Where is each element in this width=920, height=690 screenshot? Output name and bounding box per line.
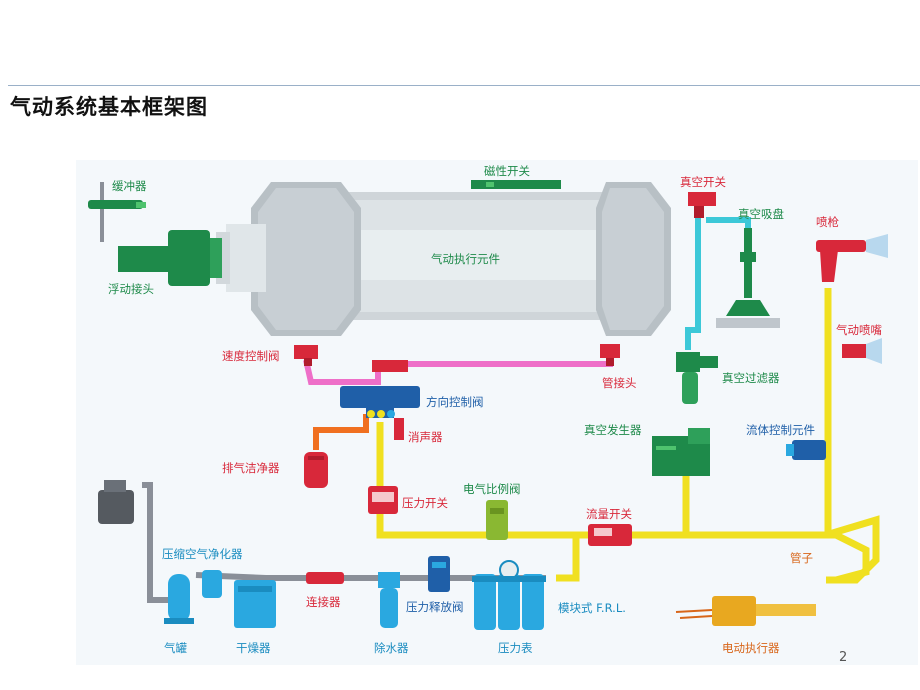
frl-unit-icon [472, 560, 546, 630]
floating-joint-label: 浮动接头 [108, 282, 154, 296]
pipe-joint-icon [600, 344, 620, 366]
relief-valve-icon [428, 556, 450, 592]
vacuum-cup-icon [716, 228, 780, 328]
dryer-label: 干燥器 [236, 641, 271, 655]
pressure-switch-label: 压力开关 [402, 496, 448, 510]
air-purifier-label: 压缩空气净化器 [162, 547, 243, 561]
fluid-control-icon [786, 440, 826, 460]
buffer-icon [88, 182, 146, 242]
buffer-label: 缓冲器 [112, 179, 147, 193]
electric-actuator-label: 电动执行器 [722, 641, 780, 655]
air-nozzle-icon [842, 338, 882, 364]
direction-valve-icon [340, 360, 420, 418]
connector-label: 连接器 [306, 595, 341, 609]
page-title: 气动系统基本框架图 [10, 95, 208, 119]
actuator-label: 气动执行元件 [431, 252, 500, 266]
muffler-label: 消声器 [408, 430, 443, 444]
header-rule [8, 85, 920, 86]
vacuum-filter-label: 真空过滤器 [722, 371, 780, 385]
air-nozzle-label: 气动喷嘴 [836, 323, 882, 337]
compressor-icon [98, 480, 134, 524]
spray-gun-label: 喷枪 [816, 215, 839, 229]
air-tank-icon [164, 574, 194, 624]
dryer-icon [234, 580, 276, 628]
flow-switch-icon [588, 524, 632, 546]
frl-label: 模块式 F.R.L. [558, 601, 626, 615]
ep-valve-label: 电气比例阀 [463, 482, 521, 496]
vacuum-switch-icon [688, 192, 716, 218]
drain-label: 除水器 [374, 641, 409, 655]
vacuum-generator-icon [652, 428, 710, 476]
relief-valve-label: 压力释放阀 [406, 600, 464, 614]
vacuum-cup-label: 真空吸盘 [738, 207, 784, 221]
pipe-joint-label: 管接头 [602, 376, 637, 390]
exhaust-cleaner-label: 排气洁净器 [222, 461, 280, 475]
direction-valve-label: 方向控制阀 [426, 395, 484, 409]
vacuum-switch-label: 真空开关 [680, 175, 726, 189]
floating-joint-icon [118, 230, 222, 286]
vacuum-filter-icon [676, 352, 718, 404]
ep-valve-icon [486, 500, 508, 540]
gauge-label: 压力表 [498, 641, 533, 655]
vacuum-generator-label: 真空发生器 [584, 423, 642, 437]
muffler-icon [394, 418, 404, 440]
magnetic-switch-label: 磁性开关 [484, 164, 530, 178]
speed-valve-icon [294, 345, 318, 366]
drain-icon [378, 572, 400, 628]
purifier-unit-icon [202, 570, 222, 598]
spray-gun-icon [816, 234, 888, 282]
tube-label: 管子 [790, 551, 813, 565]
speed-valve-label: 速度控制阀 [222, 349, 280, 363]
flow-switch-label: 流量开关 [586, 507, 632, 521]
exhaust-cleaner-icon [304, 452, 328, 488]
page-number: 2 [839, 650, 848, 665]
tank-label: 气罐 [164, 641, 187, 655]
orange-exhaust-line [313, 414, 369, 450]
pneumatic-system-diagram: 气动执行元件 磁性开关 缓冲器 浮动接头 速度控制阀 管接头 方向控制阀 [76, 160, 918, 665]
connector-icon [306, 572, 344, 584]
electric-actuator-icon [675, 596, 816, 626]
actuator-cylinder [216, 182, 671, 336]
pressure-switch-icon [368, 486, 398, 514]
fluid-control-label: 流体控制元件 [746, 423, 815, 437]
magnetic-switch-icon [471, 180, 561, 189]
